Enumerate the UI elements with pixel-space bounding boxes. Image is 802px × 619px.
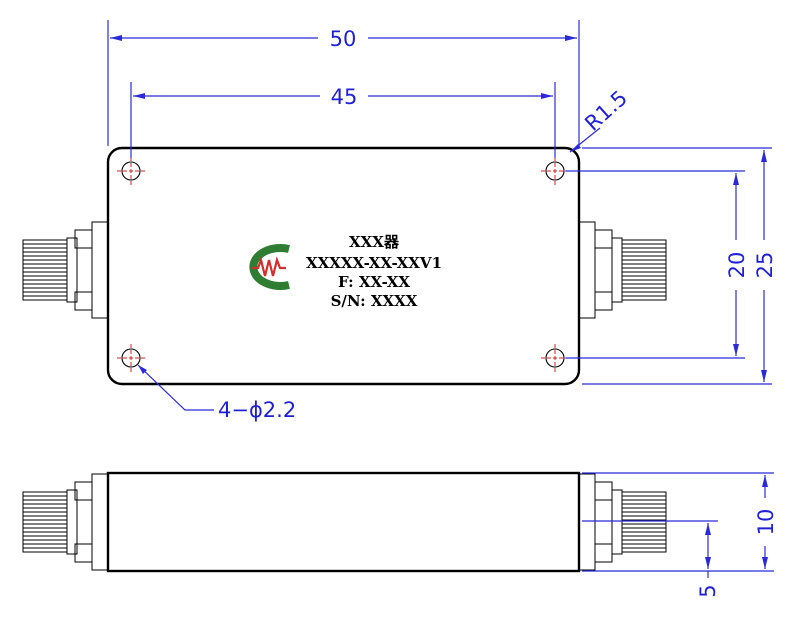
serial-number-label: S/N: XXXX xyxy=(331,292,418,310)
mounting-hole xyxy=(541,157,569,185)
side-view: 10 5 xyxy=(22,471,778,598)
top-view: XXX器 XXXXX-XX-XXV1 F: XX-XX S/N: XXXX 50… xyxy=(22,20,777,422)
dimension-hole-spacing-height xyxy=(566,170,745,359)
dimension-value: 4−ϕ2.2 xyxy=(218,398,296,422)
product-name-label: XXX器 xyxy=(349,233,400,251)
left-connector xyxy=(22,221,111,319)
right-connector xyxy=(576,221,667,319)
frequency-label: F: XX-XX xyxy=(338,273,410,291)
dimension-mounting-holes-leader xyxy=(137,364,214,411)
dimension-hole-spacing-length xyxy=(130,82,556,158)
mounting-hole xyxy=(117,344,145,372)
dimension-value: 10 xyxy=(754,509,778,536)
dimension-side-height xyxy=(582,472,774,572)
dimension-value: 20 xyxy=(725,252,749,279)
right-connector xyxy=(576,473,667,571)
model-number-label: XXXXX-XX-XXV1 xyxy=(306,254,442,272)
dimension-overall-length xyxy=(107,20,580,146)
dimension-overall-height xyxy=(582,147,772,385)
dimension-value: 50 xyxy=(330,27,357,51)
mounting-hole xyxy=(541,344,569,372)
dimension-connector-center-height xyxy=(582,520,718,578)
mounting-hole xyxy=(117,157,145,185)
company-logo-icon xyxy=(249,244,290,290)
dimension-value: 5 xyxy=(696,584,720,597)
housing-top-outline xyxy=(106,146,581,386)
dimension-value: 25 xyxy=(753,252,777,279)
dimension-value: 45 xyxy=(331,85,358,109)
housing-side-outline xyxy=(106,471,581,573)
left-connector xyxy=(22,473,111,571)
dimension-corner-radius xyxy=(569,127,601,153)
dimension-value: R1.5 xyxy=(580,86,632,136)
